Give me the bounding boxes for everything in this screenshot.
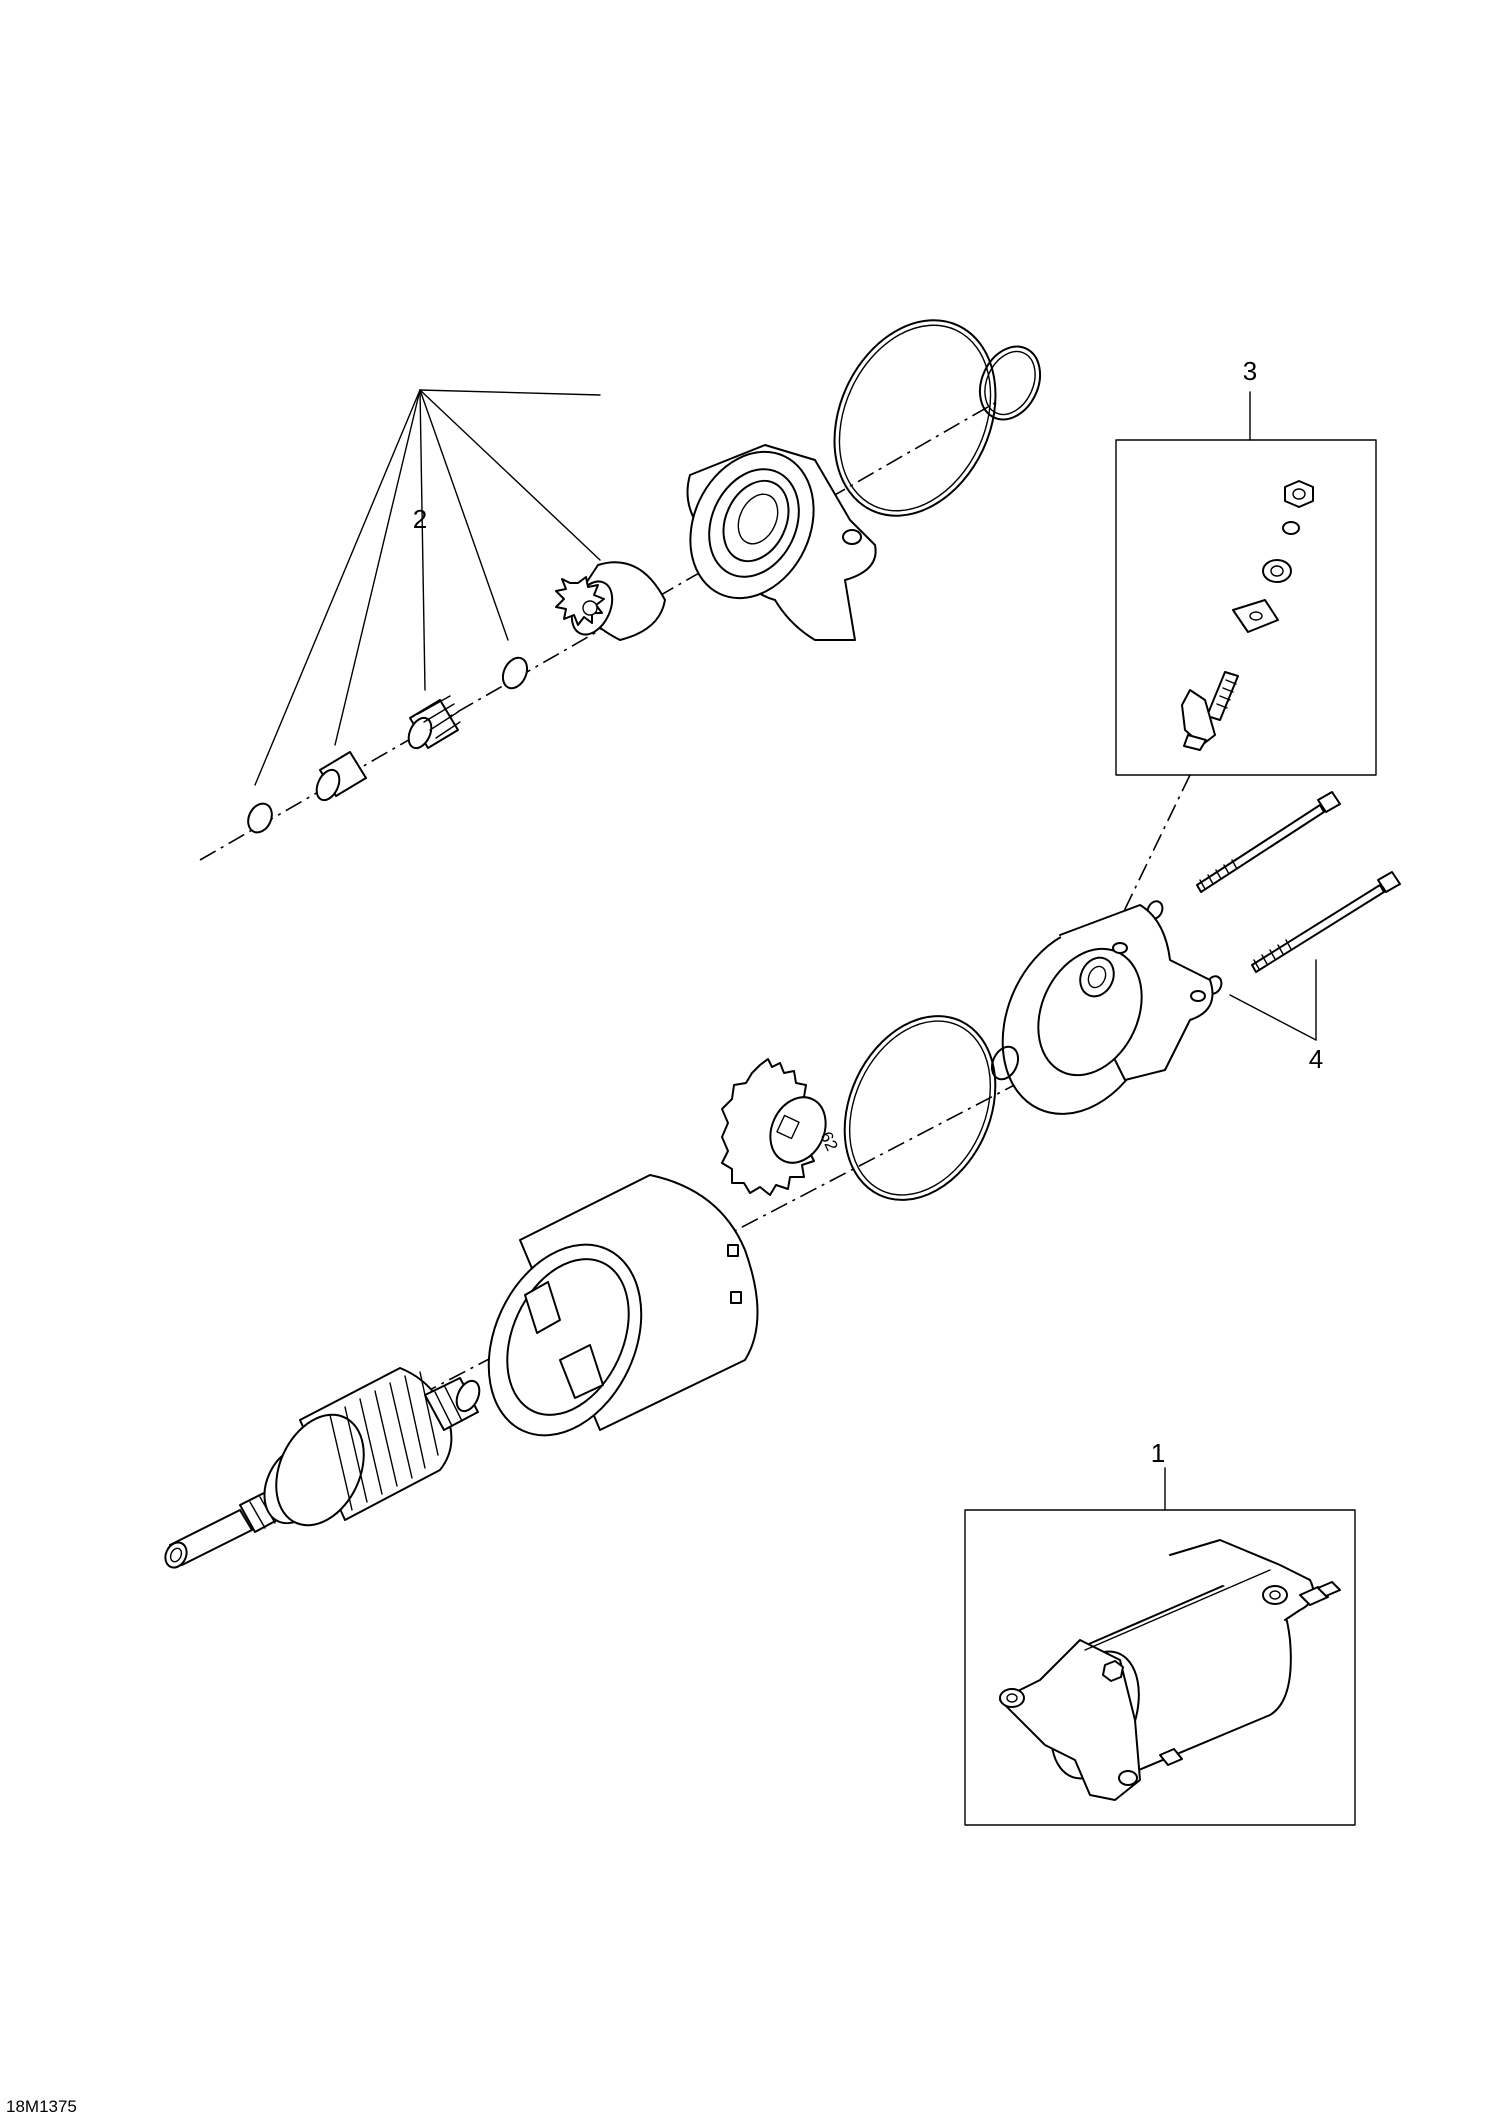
drawing-code: 18M1375: [6, 2097, 77, 2116]
callout-1: 1: [1151, 1438, 1165, 1468]
drive-end-housing: [686, 444, 877, 641]
o-ring-large-lower-inner: [848, 1020, 992, 1196]
pinion-gear: [555, 561, 666, 641]
o-ring-small-upper: [978, 345, 1042, 421]
washer-ring: [501, 656, 529, 690]
pinion-spring: [407, 695, 461, 750]
o-ring-small-upper-inner: [984, 350, 1036, 416]
o-ring-small-lower: [990, 1045, 1020, 1081]
upper-axis-line: [199, 399, 1001, 861]
o-ring-large-upper: [833, 319, 997, 517]
stop-collar: [315, 751, 367, 802]
callout-3: 3: [1243, 356, 1257, 386]
callout-4: 4: [1309, 1044, 1323, 1074]
through-bolt-upper: [1196, 791, 1341, 893]
kit-2-leaders: [254, 389, 601, 786]
o-ring-large-upper-inner: [838, 324, 992, 512]
through-bolt-lower: [1251, 871, 1401, 973]
o-ring-large-lower: [843, 1015, 997, 1201]
kit-3-link-line: [1109, 774, 1191, 941]
kit-3-terminal-box: [1115, 391, 1377, 776]
armature: [164, 1367, 481, 1569]
kit-1-starter-box: [964, 1467, 1356, 1826]
callout-2: 2: [413, 504, 427, 534]
commutator-end-housing: [1001, 904, 1214, 1115]
kit-4-leaders: [1229, 959, 1317, 1041]
retaining-ring-small: [247, 802, 273, 834]
brush-plate: 62: [721, 1058, 842, 1196]
yoke-frame: [487, 1174, 759, 1437]
